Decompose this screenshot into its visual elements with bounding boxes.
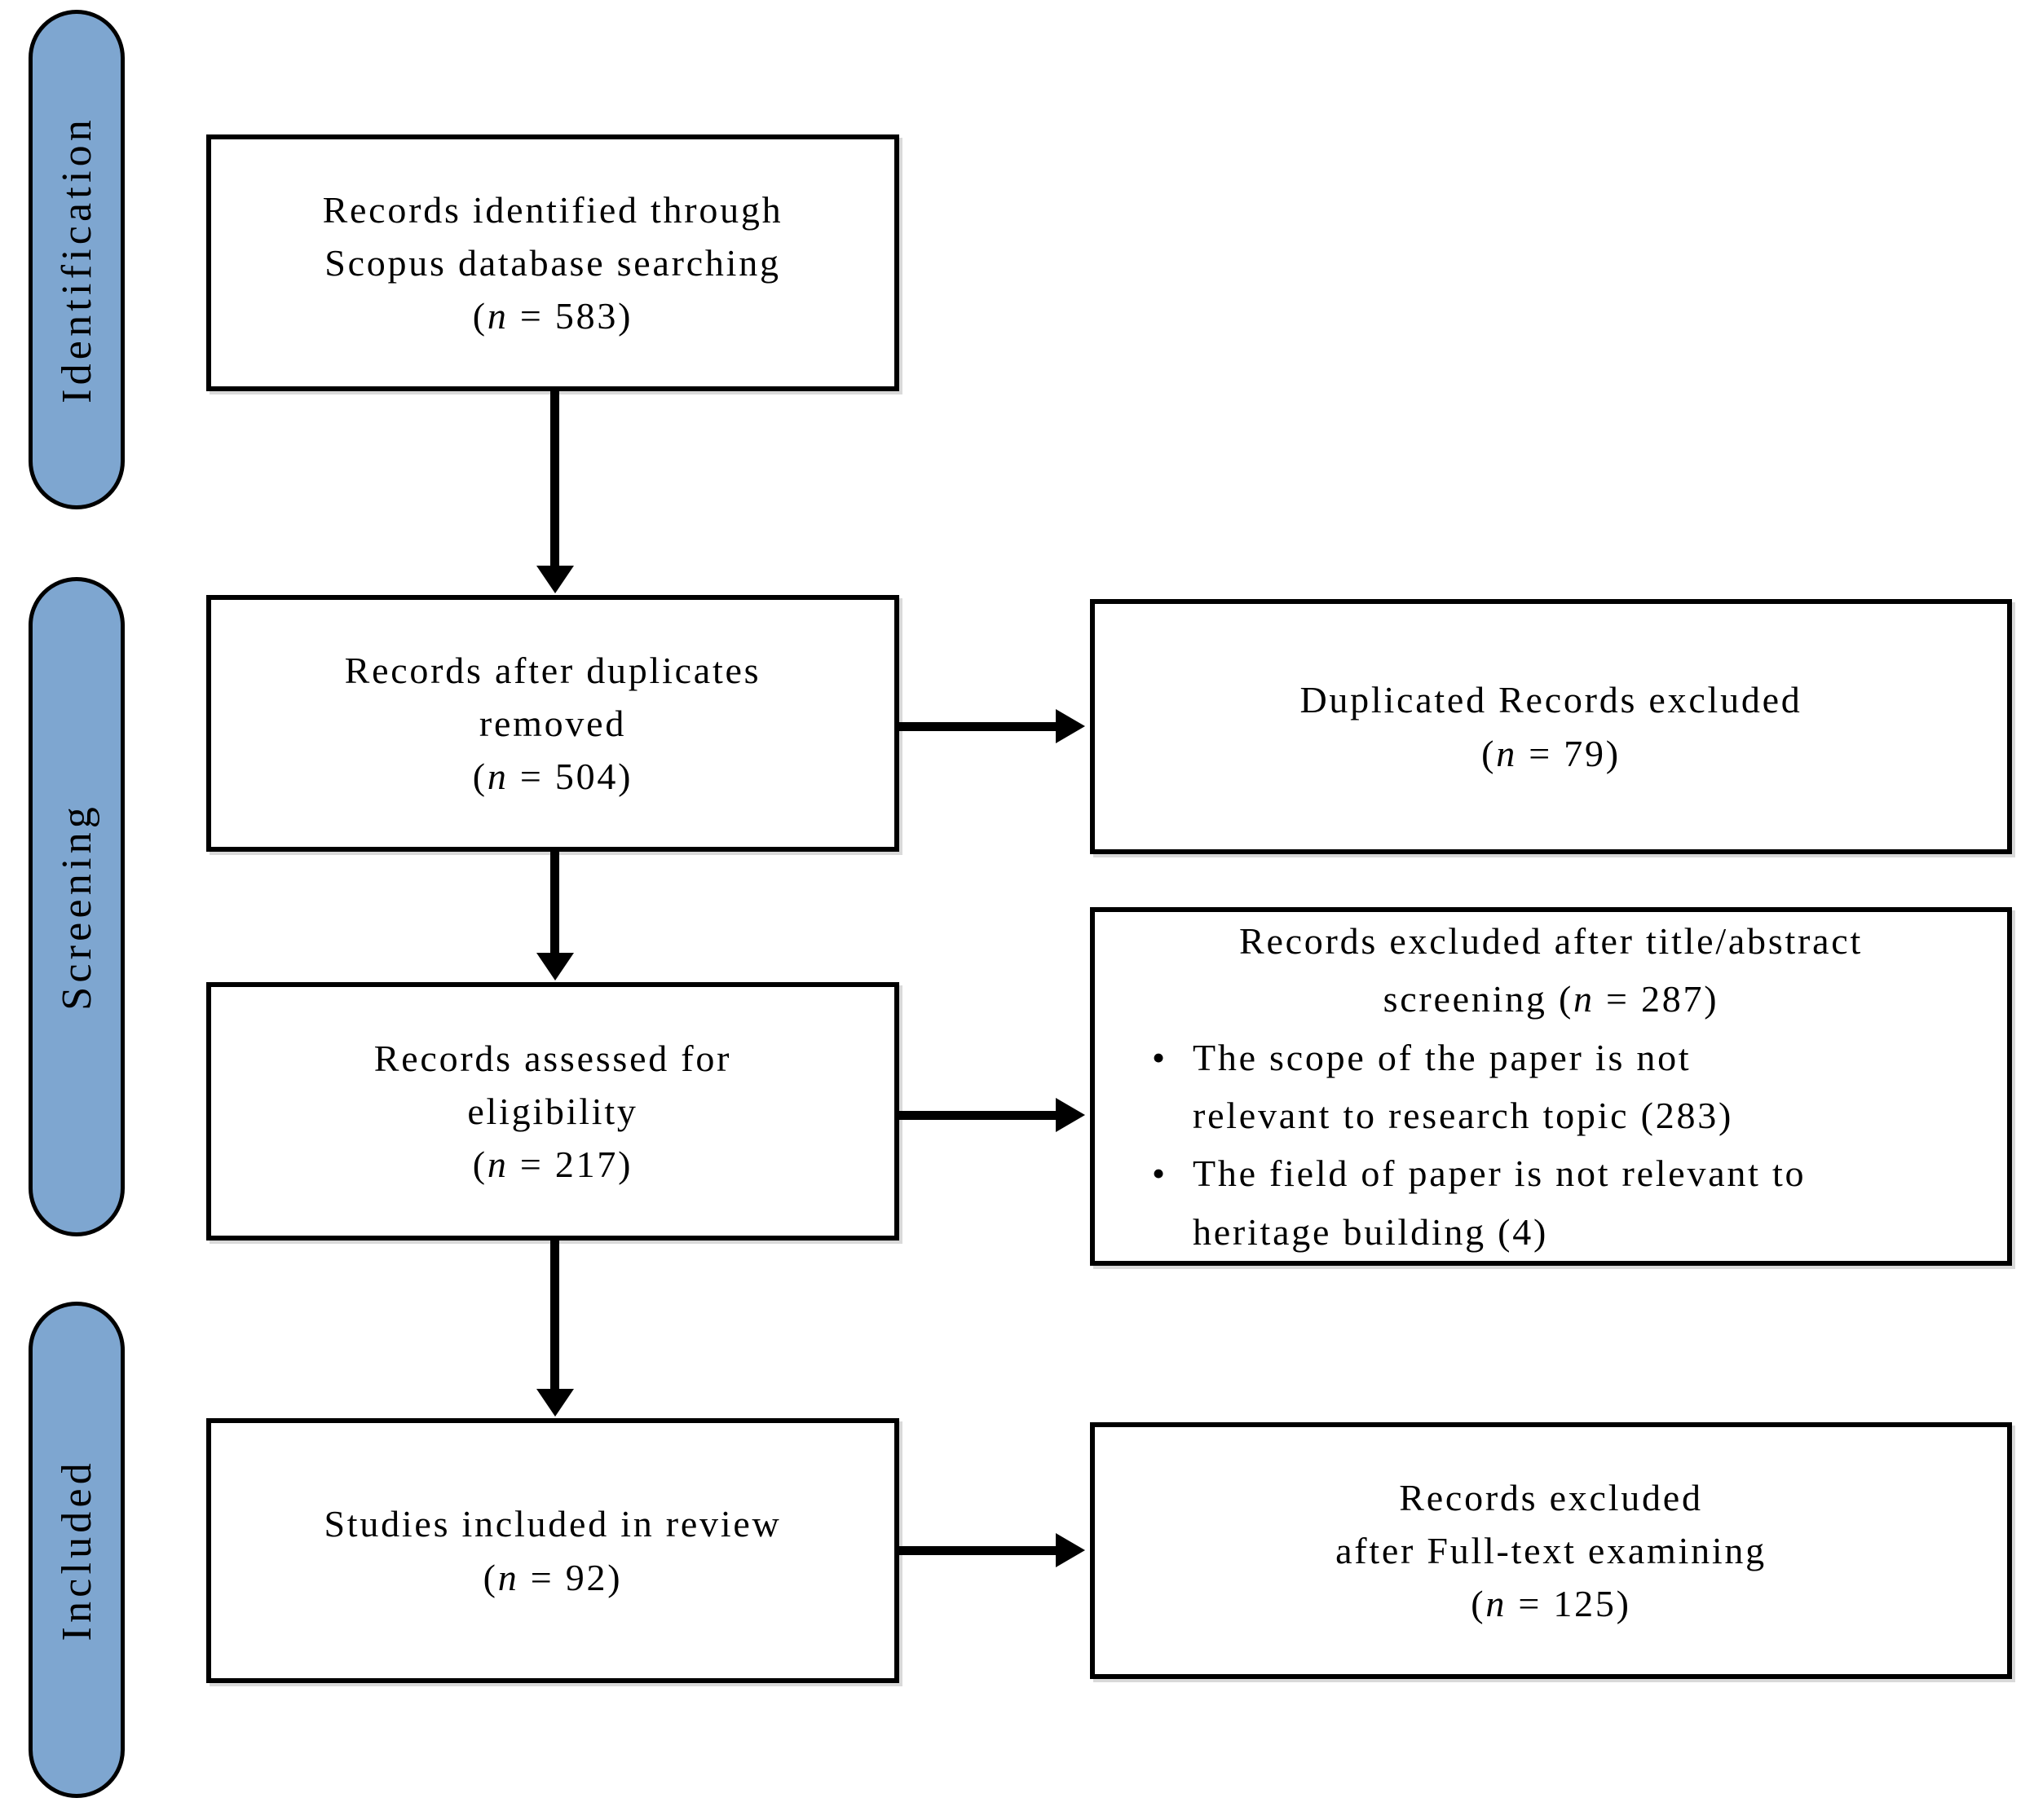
box-studies-included: Studies included in review (n = 92) [206,1418,899,1683]
n-symbol: n [1573,978,1595,1020]
n-symbol: n [1496,732,1518,774]
box-count-line: (n = 504) [472,756,633,798]
box-text-line: Duplicated Records excluded [1299,679,1802,721]
box-count-line: (n = 79) [1481,732,1621,774]
box-text-line: after Full-text examining [1335,1529,1767,1571]
box-text-line: eligibility [467,1090,638,1132]
box-records-after-duplicates: Records after duplicates removed (n = 50… [206,595,899,852]
box-count-line: (n = 92) [483,1556,623,1598]
bullet-text-line: heritage building (4) [1193,1210,1549,1253]
arrow-head-icon [536,1389,574,1417]
bullet-icon: • [1152,1036,1167,1078]
arrow-head-icon [1056,709,1085,743]
arrow-head-icon [536,953,574,981]
exclusion-reason-item: • The scope of the paper is not relevant … [1129,1029,1973,1145]
bullet-text-line: The field of paper is not relevant to [1193,1152,1807,1195]
box-count-line: (n = 217) [472,1144,633,1186]
box-text-line: Studies included in review [324,1503,782,1545]
box-text-line: Records identified through [322,188,783,231]
arrow-shaft [899,1111,1057,1120]
arrow-shaft [550,391,559,567]
box-text-line: removed [479,702,627,744]
stage-label-included: Included [53,1458,100,1642]
stage-pill-screening: Screening [29,577,125,1236]
box-records-assessed: Records assessed for eligibility (n = 21… [206,982,899,1241]
box-text-line: Records after duplicates [344,649,761,691]
n-symbol: n [487,1144,509,1186]
arrow-shaft [899,1546,1057,1555]
box-count-line: (n = 583) [472,295,633,337]
box-text-line: Records excluded after title/abstract [1239,920,1863,963]
box-records-identified: Records identified through Scopus databa… [206,134,899,391]
box-count-line: (n = 125) [1471,1583,1631,1625]
bullet-text-line: relevant to research topic (283) [1193,1095,1734,1136]
stage-label-screening: Screening [53,803,100,1011]
bullet-icon: • [1152,1152,1167,1195]
arrow-shaft [899,722,1057,731]
box-text-line: Records excluded [1399,1476,1703,1518]
arrow-head-icon [536,566,574,593]
stage-pill-identification: Identification [29,10,125,509]
n-symbol: n [487,295,509,337]
stage-pill-included: Included [29,1302,125,1798]
n-symbol: n [1485,1583,1507,1625]
box-title-abstract-excluded: Records excluded after title/abstract sc… [1090,907,2012,1266]
n-symbol: n [487,756,509,798]
arrow-shaft [550,1241,559,1390]
box-text-line: Scopus database searching [324,241,781,284]
arrow-head-icon [1056,1098,1085,1132]
arrow-head-icon [1056,1533,1085,1567]
box-fulltext-excluded: Records excluded after Full-text examini… [1090,1422,2012,1679]
box-duplicated-records-excluded: Duplicated Records excluded (n = 79) [1090,599,2012,854]
arrow-shaft [550,852,559,954]
stage-label-identification: Identification [53,116,100,403]
exclusion-reason-item: • The field of paper is not relevant to h… [1129,1144,1973,1261]
box-count-line: screening (n = 287) [1383,978,1719,1020]
box-text-line: Records assessed for [373,1037,732,1079]
bullet-text-line: The scope of the paper is not [1193,1036,1692,1078]
n-symbol: n [497,1556,519,1598]
